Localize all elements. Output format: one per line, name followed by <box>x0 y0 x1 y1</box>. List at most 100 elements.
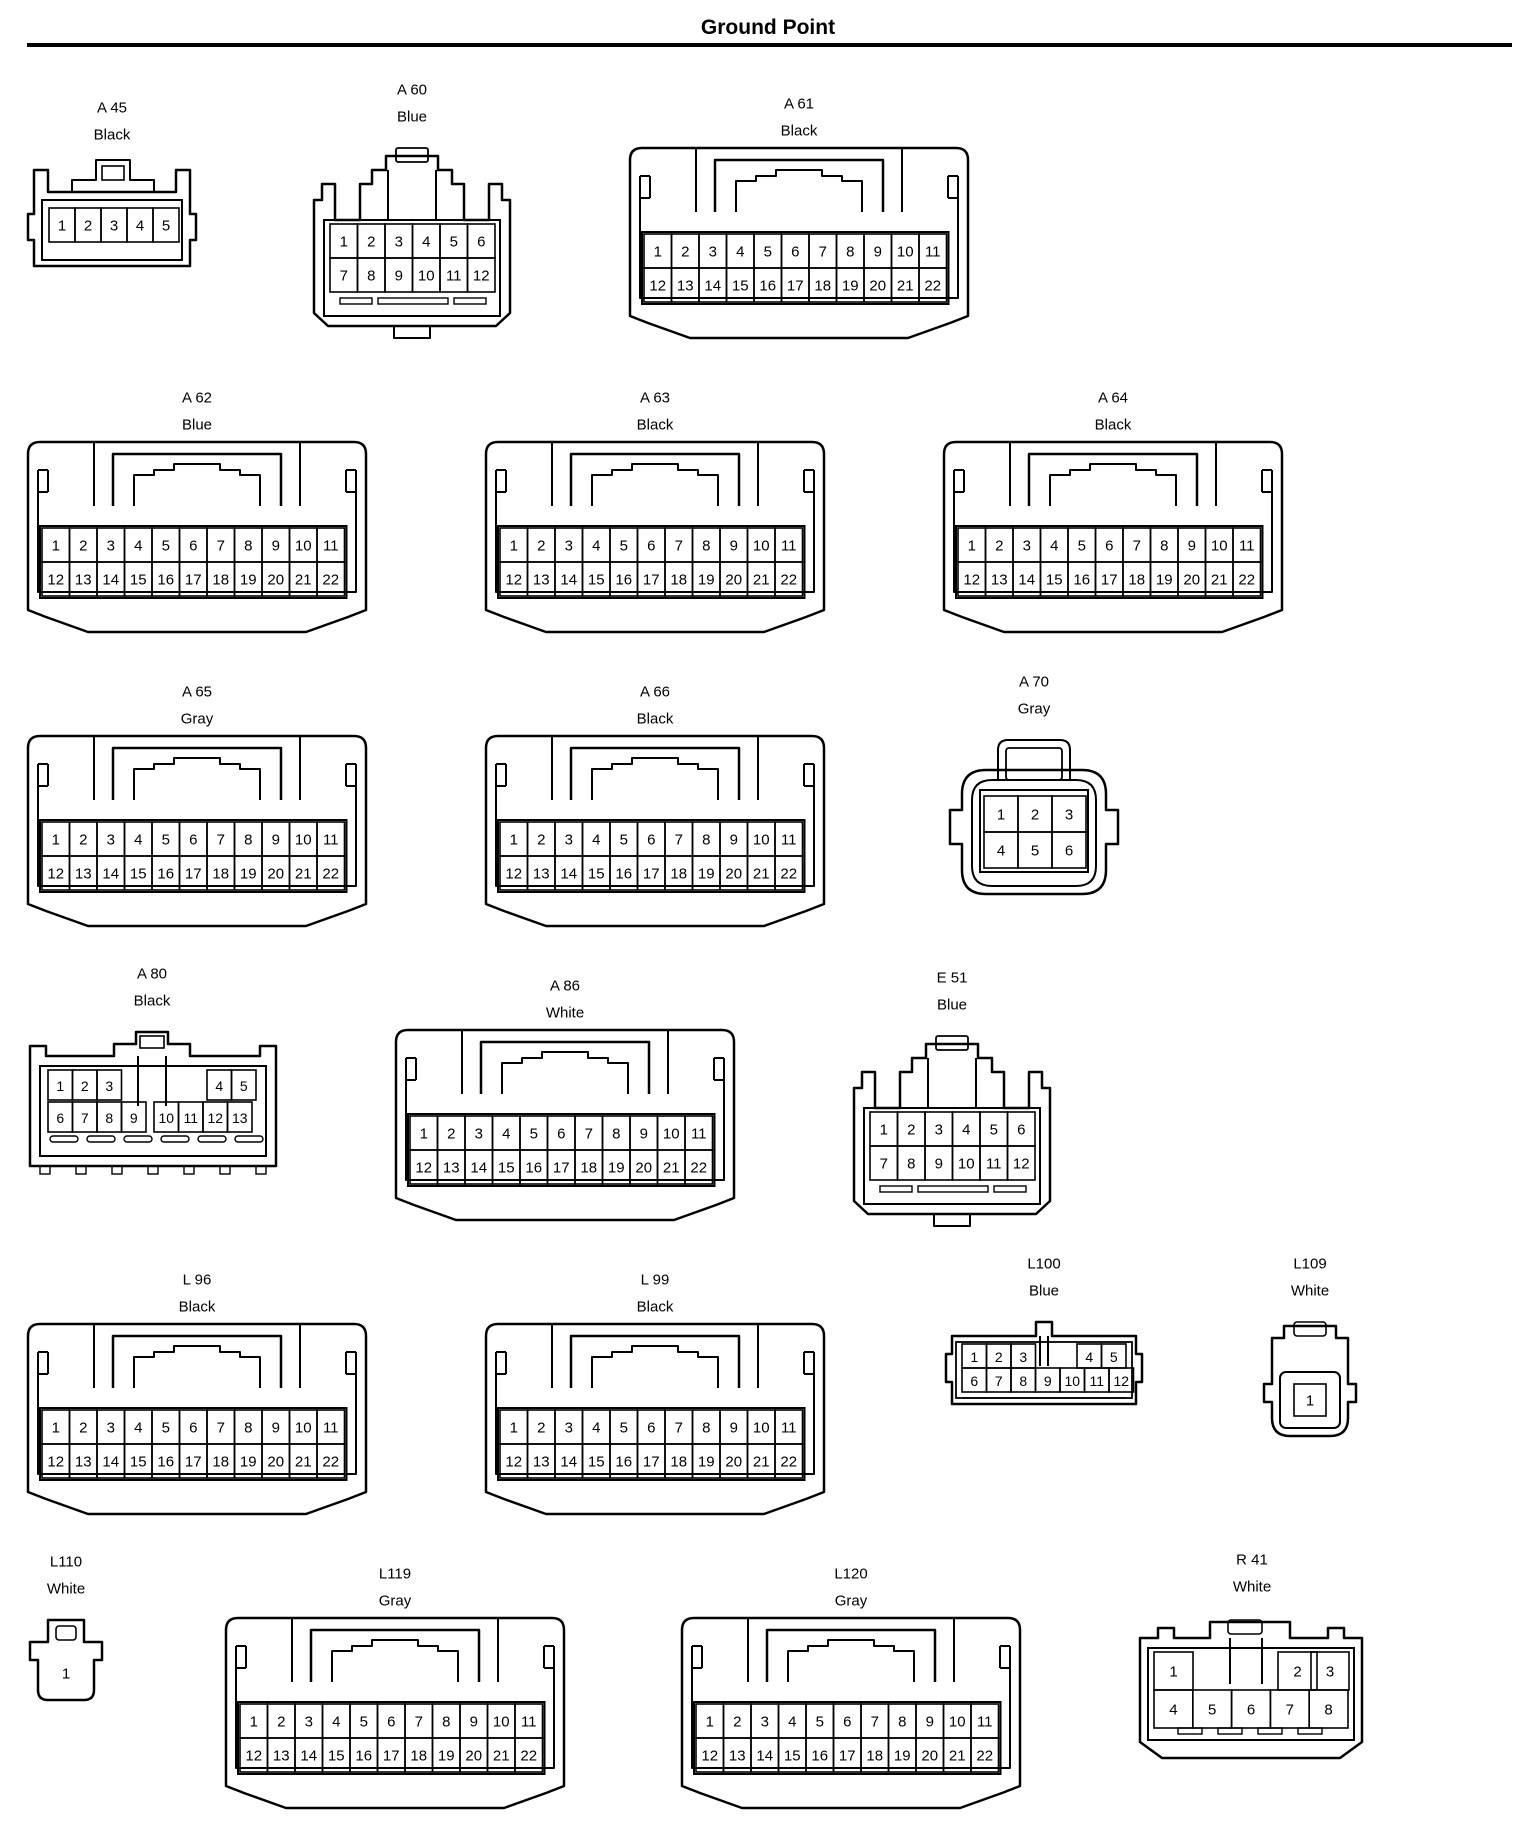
pin-4: 4 <box>1153 1689 1194 1729</box>
svg-text:6: 6 <box>1247 1702 1255 1719</box>
svg-text:16: 16 <box>811 1748 828 1765</box>
svg-text:8: 8 <box>367 268 375 285</box>
pin-10: 10 <box>153 1101 180 1133</box>
pin-15: 15 <box>123 855 153 891</box>
pin-1: 1 <box>499 527 529 563</box>
pin-13: 13 <box>68 855 98 891</box>
pin-12: 12 <box>41 561 71 597</box>
pin-12: 12 <box>695 1737 725 1773</box>
svg-text:12: 12 <box>47 1454 64 1471</box>
svg-text:8: 8 <box>1160 538 1168 555</box>
svg-text:4: 4 <box>134 832 142 849</box>
connector-color: Gray <box>379 1593 412 1610</box>
pin-8: 8 <box>887 1703 917 1739</box>
svg-text:10: 10 <box>1064 1373 1080 1389</box>
svg-text:21: 21 <box>753 572 770 589</box>
svg-text:16: 16 <box>759 278 776 295</box>
svg-text:13: 13 <box>677 278 694 295</box>
svg-text:7: 7 <box>1133 538 1141 555</box>
pin-1: 1 <box>48 207 76 243</box>
svg-text:1: 1 <box>654 244 662 261</box>
svg-text:21: 21 <box>493 1748 510 1765</box>
svg-text:16: 16 <box>157 572 174 589</box>
pin-2: 2 <box>526 1409 556 1445</box>
svg-text:8: 8 <box>244 538 252 555</box>
pin-1: 1 <box>499 821 529 857</box>
svg-text:15: 15 <box>732 278 749 295</box>
pin-6: 6 <box>376 1703 406 1739</box>
svg-text:2: 2 <box>907 1122 915 1139</box>
svg-text:6: 6 <box>189 1420 197 1437</box>
pin-9: 9 <box>459 1703 489 1739</box>
svg-text:15: 15 <box>784 1748 801 1765</box>
svg-text:8: 8 <box>702 832 710 849</box>
pin-15: 15 <box>123 561 153 597</box>
pin-7: 7 <box>404 1703 434 1739</box>
pin-11: 11 <box>316 527 346 563</box>
pin-1: 1 <box>961 1343 988 1369</box>
svg-text:9: 9 <box>272 832 280 849</box>
svg-text:3: 3 <box>475 1126 483 1143</box>
svg-text:1: 1 <box>1306 1393 1314 1410</box>
svg-text:10: 10 <box>295 832 312 849</box>
svg-text:19: 19 <box>240 866 257 883</box>
pin-5: 5 <box>519 1115 549 1151</box>
svg-text:12: 12 <box>47 572 64 589</box>
pin-17: 17 <box>636 855 666 891</box>
pin-2: 2 <box>526 821 556 857</box>
svg-text:3: 3 <box>935 1122 943 1139</box>
svg-text:1: 1 <box>250 1714 258 1731</box>
pin-17: 17 <box>178 1443 208 1479</box>
svg-text:17: 17 <box>839 1748 856 1765</box>
svg-text:19: 19 <box>438 1748 455 1765</box>
pin-22: 22 <box>316 855 346 891</box>
pin-9: 9 <box>120 1101 147 1133</box>
pin-8: 8 <box>1149 527 1179 563</box>
pin-19: 19 <box>691 1443 721 1479</box>
svg-text:8: 8 <box>244 832 252 849</box>
pin-12: 12 <box>466 257 496 293</box>
pin-21: 21 <box>288 561 318 597</box>
pin-14: 14 <box>96 561 126 597</box>
connector-color: Black <box>179 1299 216 1316</box>
pin-12: 12 <box>643 267 673 303</box>
svg-text:20: 20 <box>725 572 742 589</box>
svg-text:22: 22 <box>780 866 797 883</box>
svg-text:2: 2 <box>537 1420 545 1437</box>
svg-text:22: 22 <box>322 572 339 589</box>
svg-text:18: 18 <box>670 1454 687 1471</box>
pin-10: 10 <box>1059 1367 1086 1393</box>
svg-text:14: 14 <box>560 1454 577 1471</box>
svg-text:15: 15 <box>130 866 147 883</box>
pin-6: 6 <box>832 1703 862 1739</box>
svg-text:14: 14 <box>102 1454 119 1471</box>
svg-text:5: 5 <box>530 1126 538 1143</box>
svg-text:13: 13 <box>991 572 1008 589</box>
pin-11: 11 <box>774 821 804 857</box>
connector-color: Black <box>637 417 674 434</box>
pin-8: 8 <box>233 527 263 563</box>
pin-8: 8 <box>835 233 865 269</box>
svg-text:11: 11 <box>781 832 797 849</box>
pin-7: 7 <box>1269 1689 1311 1729</box>
svg-text:15: 15 <box>588 572 605 589</box>
svg-text:6: 6 <box>1105 538 1113 555</box>
pin-22: 22 <box>774 855 804 891</box>
svg-text:11: 11 <box>323 1420 339 1437</box>
svg-text:5: 5 <box>162 832 170 849</box>
pin-6: 6 <box>1230 1689 1272 1729</box>
svg-text:4: 4 <box>215 1078 223 1094</box>
svg-text:16: 16 <box>157 1454 174 1471</box>
svg-text:18: 18 <box>670 866 687 883</box>
svg-text:1: 1 <box>1169 1664 1177 1681</box>
svg-text:5: 5 <box>990 1122 998 1139</box>
pin-10: 10 <box>411 257 441 293</box>
pin-1: 1 <box>41 527 71 563</box>
pin-10: 10 <box>656 1115 686 1151</box>
pin-3: 3 <box>464 1115 494 1151</box>
svg-text:6: 6 <box>647 538 655 555</box>
svg-text:11: 11 <box>446 268 462 285</box>
svg-text:21: 21 <box>753 866 770 883</box>
connector-id: A 86 <box>550 978 580 995</box>
